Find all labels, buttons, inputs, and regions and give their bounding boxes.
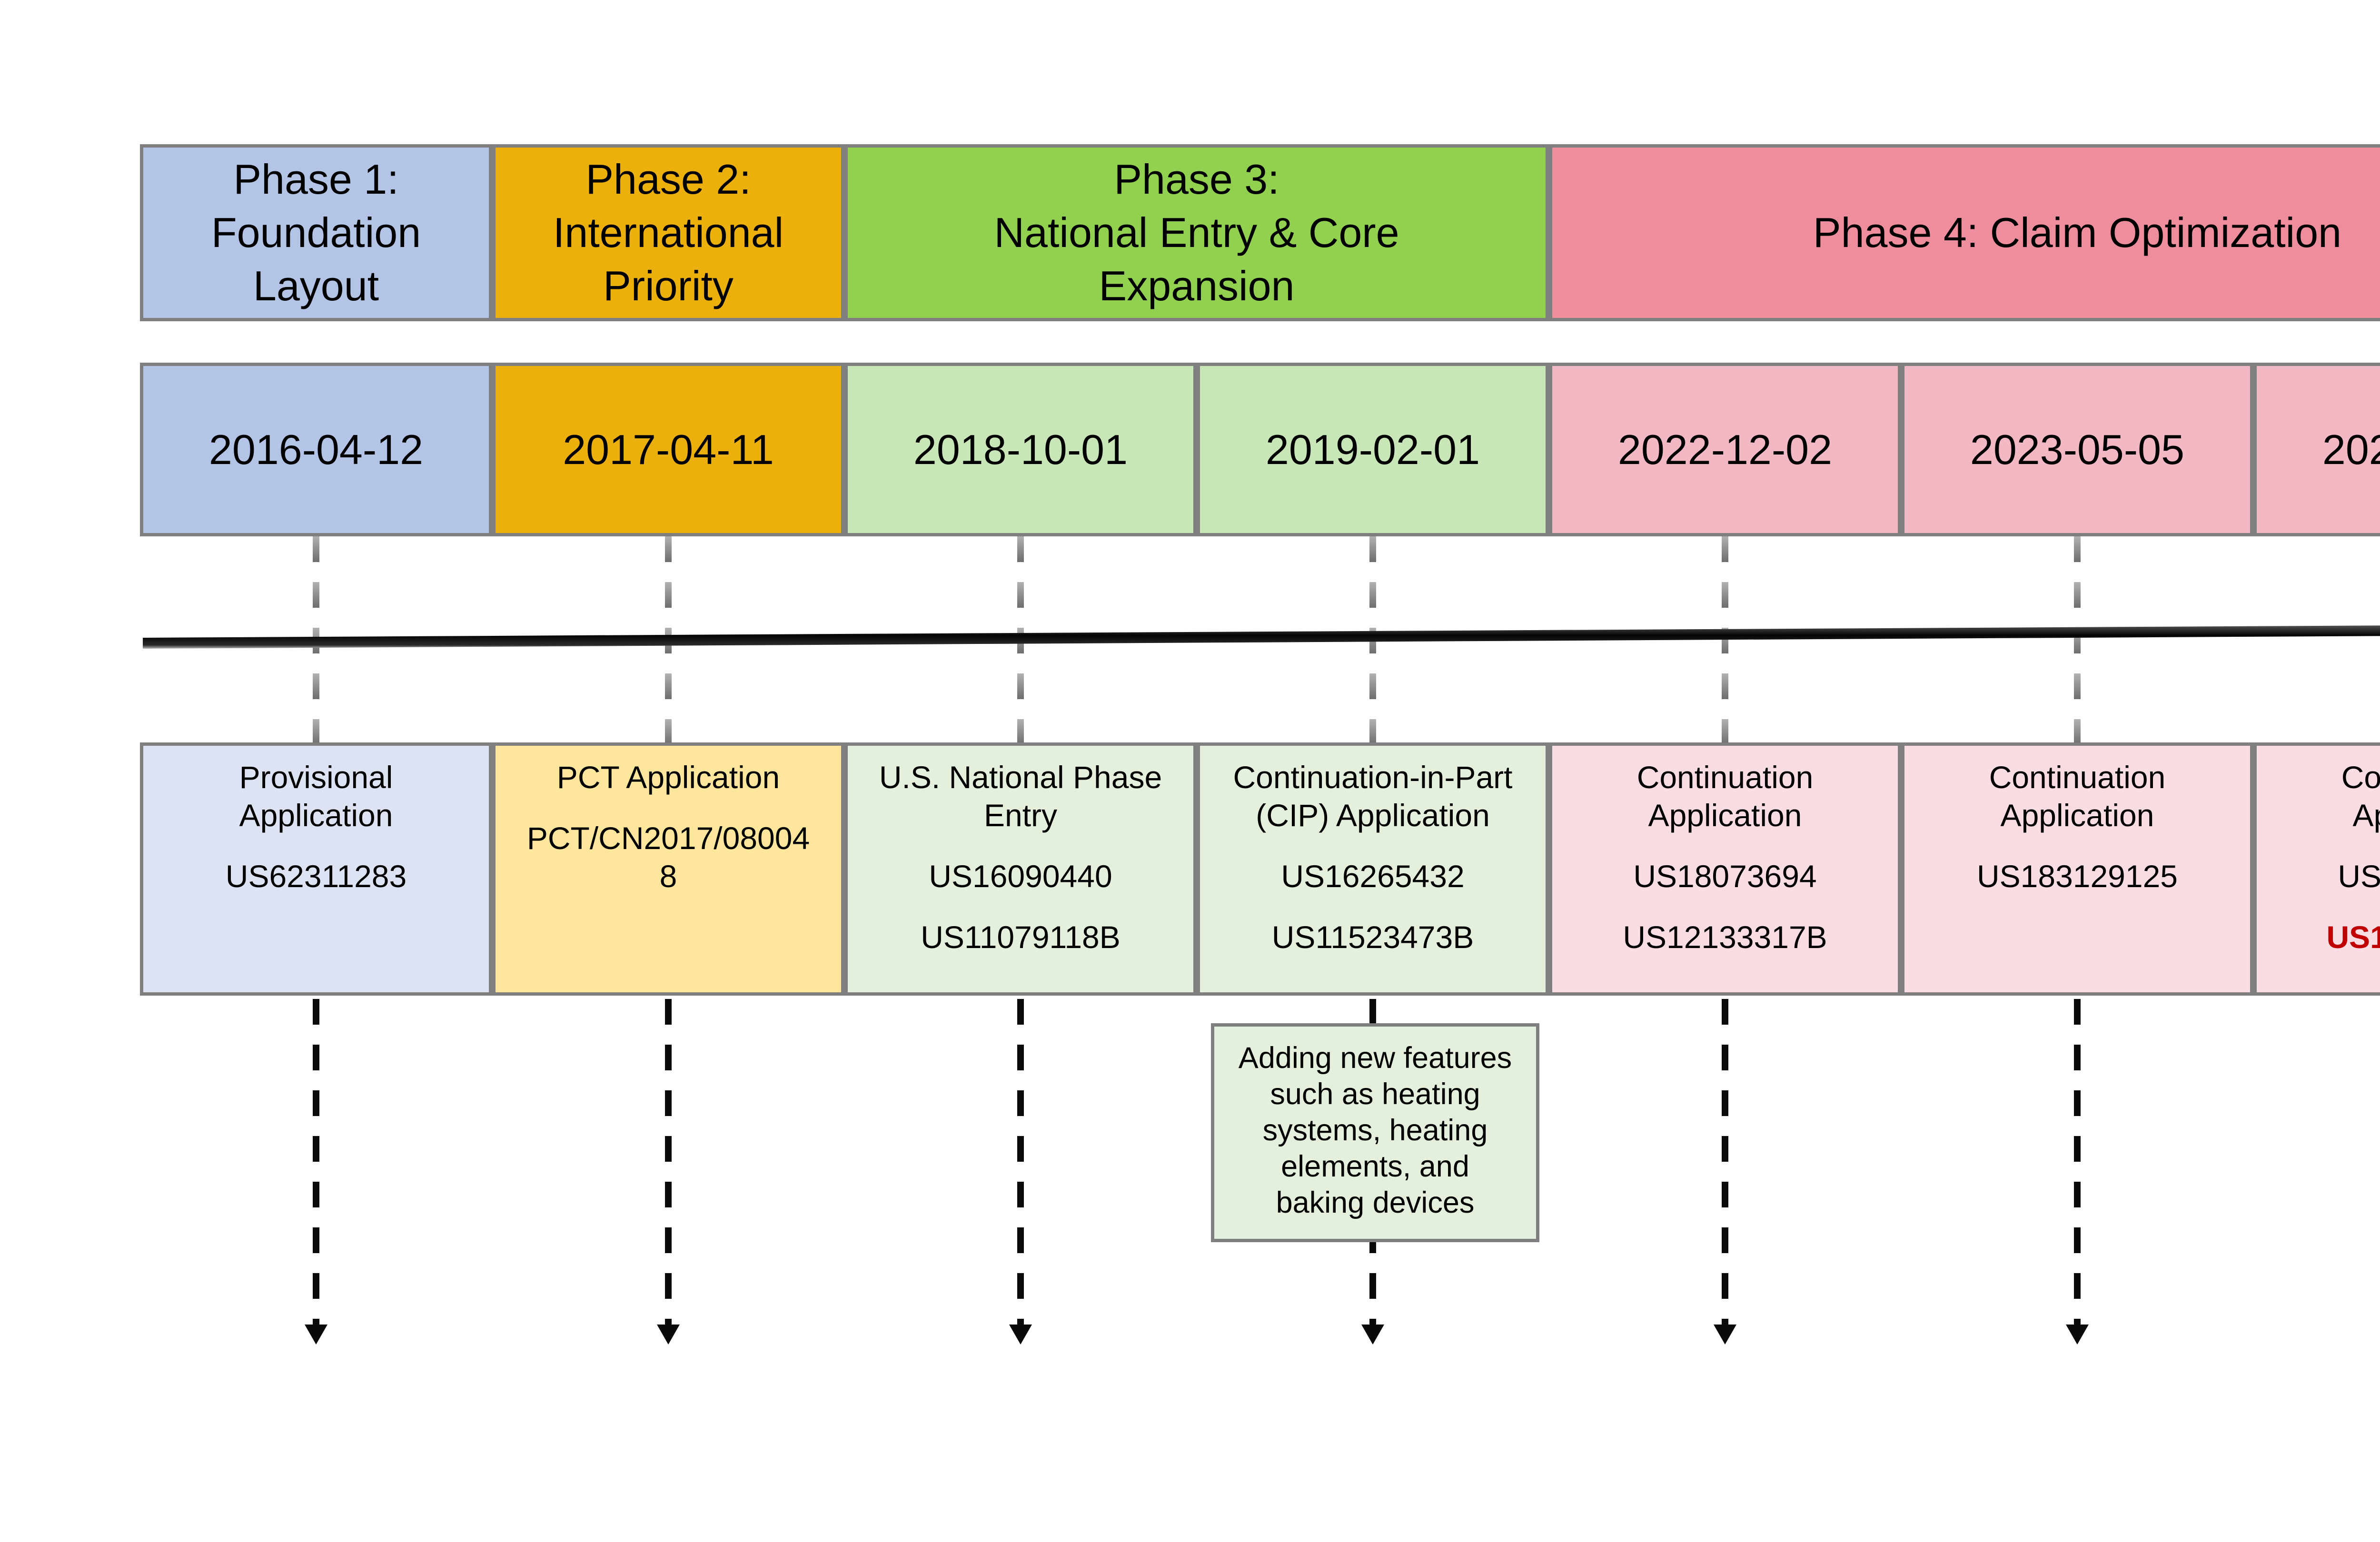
date-cell-5: 2022-12-02: [1549, 363, 1901, 536]
application-connector-dashed-line: [313, 999, 319, 1325]
application-box-provisional: Provisional Application US62311283: [140, 742, 492, 996]
application-title: Provisional Application: [239, 760, 393, 833]
application-box-continuation-2: Continuation Application US183129125: [1901, 742, 2253, 996]
application-number: US12133317B: [1623, 919, 1827, 955]
application-box-cip: Continuation-in-Part (CIP) Application U…: [1197, 742, 1549, 996]
date-cell-1: 2016-04-12: [140, 363, 492, 536]
down-arrowhead-icon: [305, 1325, 327, 1344]
down-arrowhead-icon: [657, 1325, 680, 1344]
application-number: US18073694: [1633, 859, 1817, 894]
down-arrowhead-icon: [1714, 1325, 1736, 1344]
application-box-continuation-1: Continuation Application US18073694 US12…: [1549, 742, 1901, 996]
application-connector-dashed-line: [1722, 999, 1728, 1325]
application-number: US16090440: [929, 859, 1112, 894]
phase-4-header: Phase 4: Claim Optimization: [1549, 144, 2380, 321]
application-number-highlighted: US12289819B: [2326, 919, 2380, 955]
application-number: US18886749: [2338, 859, 2380, 894]
phase-2-header: Phase 2: International Priority: [492, 144, 844, 321]
application-number: US11523473B: [1271, 919, 1474, 955]
application-box-national-phase: U.S. National Phase Entry US16090440 US1…: [844, 742, 1197, 996]
date-cell-2: 2017-04-11: [492, 363, 844, 536]
application-number: US183129125: [1976, 859, 2178, 894]
application-title: Continuation Application: [1989, 760, 2166, 833]
down-arrowhead-icon: [1009, 1325, 1032, 1344]
application-title: Continuation-in-Part (CIP) Application: [1233, 760, 1513, 833]
date-connector-dashed-line: [2074, 536, 2081, 745]
date-cell-6: 2023-05-05: [1901, 363, 2253, 536]
application-box-pct: PCT Application PCT/CN2017/080048: [492, 742, 844, 996]
application-box-continuation-3: Continuation Application US18886749 US12…: [2253, 742, 2380, 996]
application-number: US11079118B: [921, 919, 1121, 955]
date-cell-3: 2018-10-01: [844, 363, 1197, 536]
down-arrowhead-icon: [2066, 1325, 2089, 1344]
application-number: US16265432: [1281, 859, 1465, 894]
cip-note-box: Adding new features such as heating syst…: [1211, 1023, 1539, 1242]
application-connector-dashed-line: [1017, 999, 1024, 1325]
phase-1-header: Phase 1: Foundation Layout: [140, 144, 492, 321]
date-connector-dashed-line: [1722, 536, 1728, 745]
application-connector-dashed-line: [2074, 999, 2081, 1325]
application-title: U.S. National Phase Entry: [879, 760, 1162, 833]
application-title: PCT Application: [556, 760, 780, 795]
application-connector-dashed-line: [665, 999, 672, 1325]
application-number: PCT/CN2017/080048: [526, 820, 810, 894]
application-title: Continuation Application: [2341, 760, 2380, 833]
application-title: Continuation Application: [1636, 760, 1814, 833]
phase-3-header: Phase 3: National Entry & Core Expansion: [844, 144, 1549, 321]
down-arrowhead-icon: [1361, 1325, 1384, 1344]
date-cell-7: 2024-09-16: [2253, 363, 2380, 536]
date-cell-4: 2019-02-01: [1197, 363, 1549, 536]
application-number: US62311283: [225, 859, 407, 894]
